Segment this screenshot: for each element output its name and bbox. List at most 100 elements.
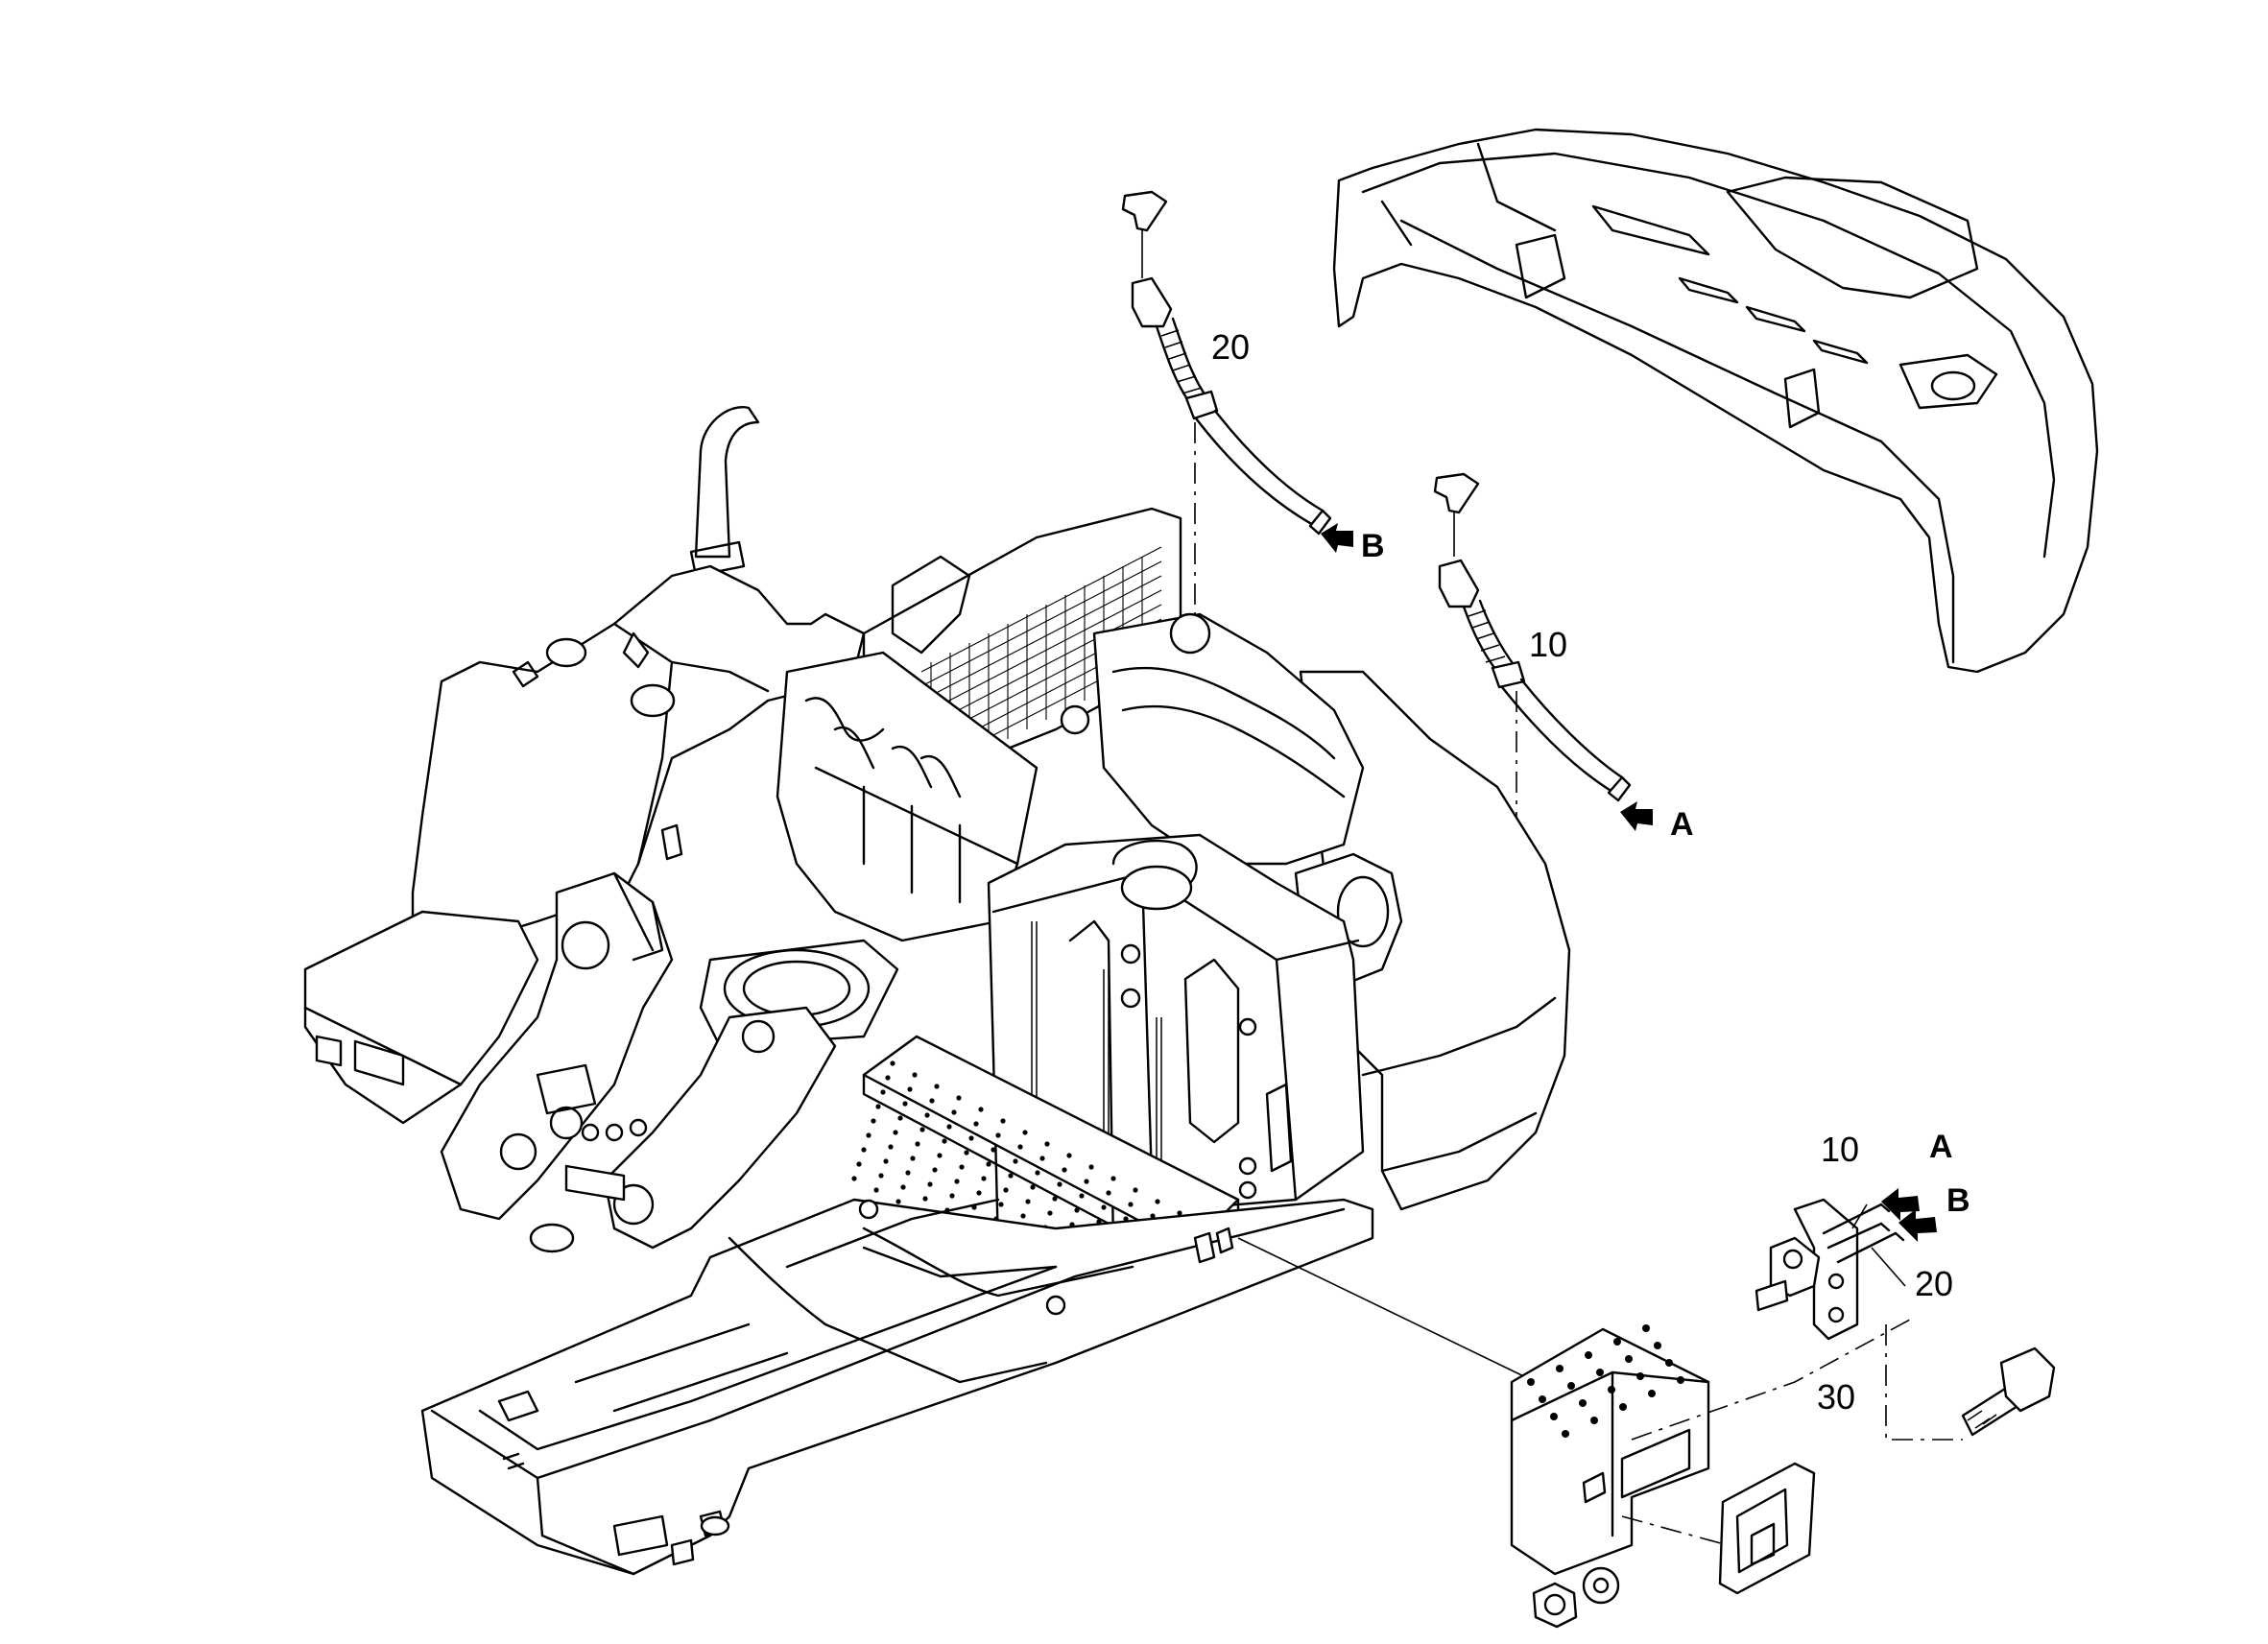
box-hole: [1562, 1430, 1569, 1438]
box-hole: [1665, 1359, 1673, 1367]
box-hole: [1625, 1355, 1633, 1363]
step-hole: [1020, 1213, 1026, 1219]
step-hole: [875, 1104, 881, 1109]
pointer-arrows: [1321, 523, 1937, 1242]
step-hole: [900, 1184, 906, 1190]
step-hole: [1022, 1130, 1028, 1135]
step-hole: [998, 1202, 1004, 1207]
box-hole: [1527, 1378, 1535, 1386]
machine-frame: [303, 406, 1571, 1576]
callout-10-bottom: 10: [1821, 1130, 1859, 1169]
box-hole: [1654, 1342, 1661, 1349]
step-box-holes: [1527, 1324, 1684, 1438]
step-hole: [919, 1127, 925, 1132]
step-hole: [1088, 1164, 1094, 1170]
step-hole: [927, 1181, 933, 1187]
step-hole: [1062, 1167, 1067, 1173]
step-hole: [1000, 1118, 1006, 1124]
step-hole: [895, 1199, 901, 1204]
box-hole: [1677, 1376, 1684, 1384]
step-hole: [1039, 1156, 1045, 1161]
step-hole: [942, 1138, 947, 1144]
step-hole: [885, 1075, 891, 1081]
step-hole: [880, 1089, 886, 1095]
step-hole: [959, 1164, 965, 1170]
callout-20-top: 20: [1211, 327, 1250, 367]
step-hole: [1030, 1184, 1036, 1190]
box-hole: [1608, 1386, 1615, 1394]
box-hole: [1642, 1324, 1650, 1332]
box-hole: [1619, 1403, 1627, 1411]
box-hole: [1550, 1413, 1558, 1420]
step-hole: [946, 1124, 952, 1130]
step-hole: [954, 1179, 960, 1184]
callout-labels: 20 B 10 A 10 A B 20 30: [1211, 327, 1970, 1417]
step-hole: [915, 1141, 920, 1147]
arrow-icon-b-bottom: [1898, 1209, 1937, 1242]
step-hole: [1106, 1190, 1111, 1196]
step-hole: [1017, 1144, 1023, 1150]
step-hole: [1155, 1199, 1160, 1204]
step-hole: [1150, 1213, 1156, 1219]
box-hole: [1539, 1395, 1546, 1403]
step-hole: [1052, 1196, 1058, 1202]
step-hole: [902, 1101, 908, 1107]
step-hole: [956, 1095, 962, 1101]
step-hole: [978, 1107, 984, 1112]
step-hole: [866, 1132, 871, 1138]
step-hole: [888, 1144, 894, 1150]
step-hole: [934, 1084, 940, 1089]
step-hole: [968, 1135, 974, 1141]
step-hole: [1110, 1176, 1116, 1181]
step-hole: [1128, 1202, 1134, 1207]
step-hole: [883, 1158, 889, 1164]
callout-letter-a-top: A: [1670, 806, 1694, 843]
step-hole: [924, 1112, 930, 1118]
cable-10: [1433, 472, 1632, 941]
step-hole: [873, 1187, 879, 1193]
step-hole: [910, 1156, 916, 1161]
step-hole: [1133, 1187, 1138, 1193]
step-hole: [1013, 1158, 1018, 1164]
step-hole: [922, 1196, 928, 1202]
step-hole: [912, 1072, 918, 1078]
box-hole: [1596, 1369, 1604, 1376]
step-hole: [932, 1167, 938, 1173]
step-hole: [851, 1176, 857, 1181]
callout-letter-b-top: B: [1361, 528, 1385, 564]
step-hole: [976, 1190, 982, 1196]
step-hole: [1003, 1187, 1009, 1193]
step-hole: [861, 1147, 867, 1153]
callout-20-bottom: 20: [1915, 1264, 1953, 1303]
step-hole: [1079, 1193, 1085, 1199]
box-hole: [1648, 1390, 1656, 1397]
step-hole: [1025, 1199, 1031, 1204]
cable-20: [1121, 190, 1332, 614]
step-hole: [1084, 1179, 1089, 1184]
step-hole: [1123, 1216, 1129, 1222]
callout-10-top: 10: [1529, 625, 1567, 664]
step-hole: [907, 1086, 913, 1092]
step-hole: [893, 1130, 898, 1135]
callout-letter-a-bottom: A: [1929, 1129, 1953, 1165]
arrow-icon-a-top: [1620, 801, 1653, 831]
box-hole: [1579, 1399, 1587, 1407]
box-hole: [1590, 1417, 1598, 1424]
step-hole: [986, 1161, 991, 1167]
arrow-icon-b-top: [1321, 523, 1353, 553]
step-hole: [1074, 1207, 1080, 1213]
step-hole: [1044, 1141, 1050, 1147]
step-hole: [897, 1115, 903, 1121]
step-hole: [905, 1170, 911, 1176]
step-hole: [1066, 1153, 1072, 1158]
box-hole: [1613, 1338, 1621, 1346]
engine-hood: [1332, 128, 2099, 674]
step-hole: [1177, 1210, 1182, 1216]
step-hole: [878, 1173, 884, 1179]
box-hole: [1585, 1351, 1592, 1359]
step-hole: [890, 1060, 895, 1066]
step-hole: [937, 1153, 943, 1158]
step-hole: [951, 1109, 957, 1115]
step-hole: [871, 1118, 876, 1124]
step-hole: [973, 1121, 979, 1127]
